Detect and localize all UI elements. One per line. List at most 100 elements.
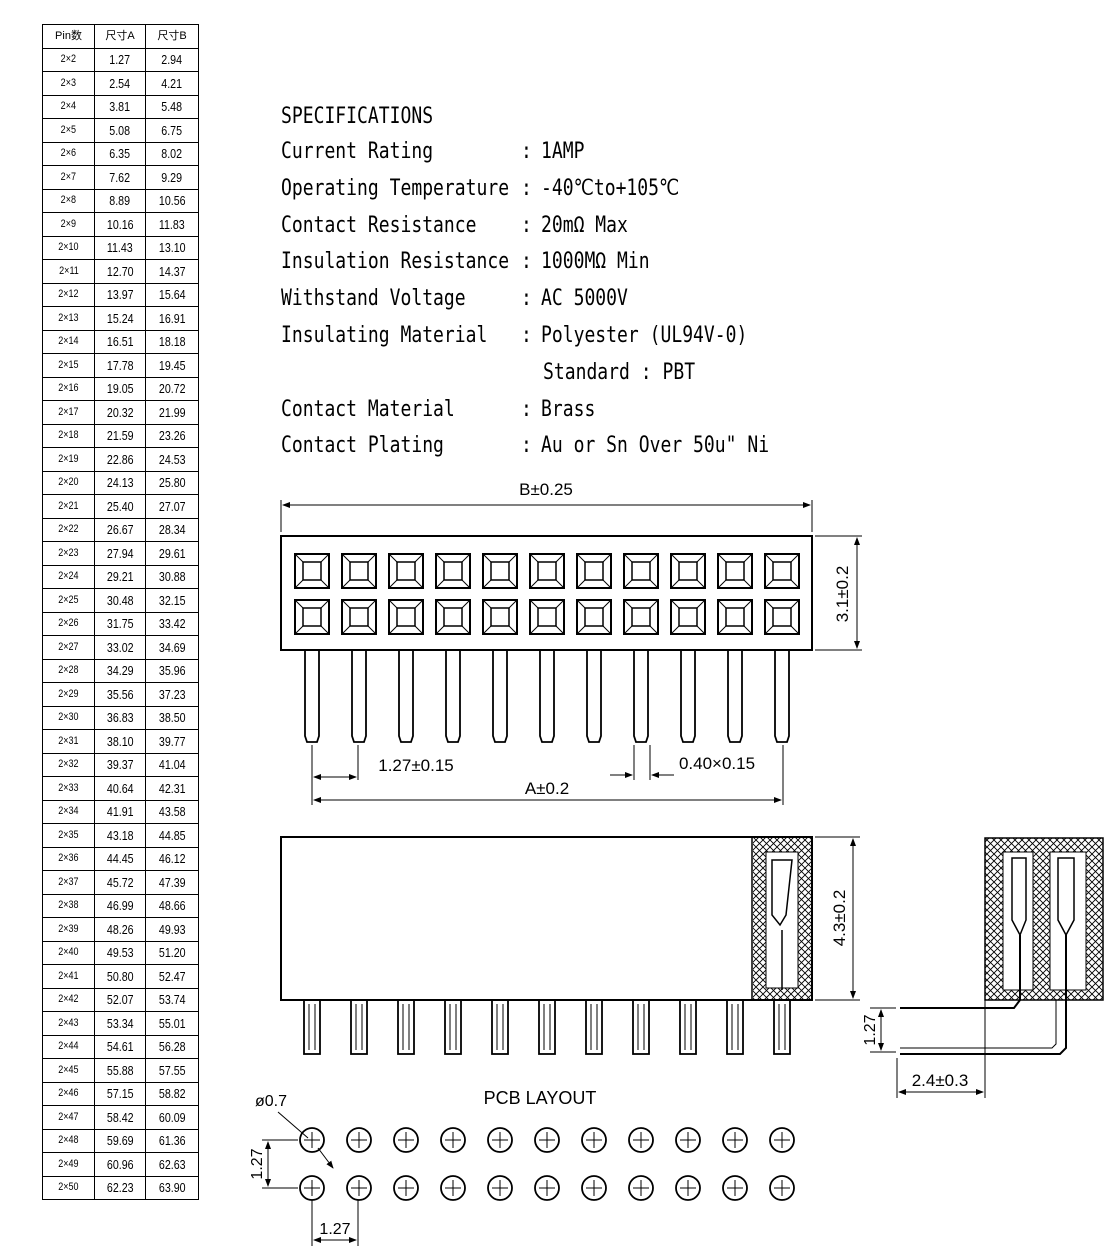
size-b-cell-text: 55.01 — [158, 1015, 186, 1031]
size-a-cell-text: 24.13 — [106, 475, 134, 491]
contact-cell — [341, 553, 377, 589]
pcb-hole — [534, 1127, 560, 1153]
pin-count-cell: 2×36 — [42, 846, 95, 871]
pin-count-cell: 2×23 — [42, 541, 95, 566]
spec-colon: : — [521, 175, 532, 201]
size-a-cell: 20.32 — [94, 400, 146, 425]
size-b-cell-text: 43.58 — [158, 804, 186, 820]
pin-count-cell: 2×26 — [42, 611, 95, 636]
size-a-cell-text: 7.62 — [109, 169, 131, 185]
pin-count-cell-text: 2×11 — [58, 264, 79, 277]
contact-cell-inner — [302, 607, 322, 627]
spec-row: Withstand Voltage:AC 5000V — [281, 281, 801, 318]
spec-colon: : — [521, 396, 532, 422]
size-a-cell: 49.53 — [94, 940, 146, 965]
header-size-b: 尺寸B — [145, 24, 199, 49]
size-b-cell: 39.77 — [145, 729, 199, 754]
size-a-cell-text: 62.23 — [106, 1180, 134, 1196]
spec-colon: : — [521, 433, 532, 459]
size-b-cell: 5.48 — [145, 94, 199, 119]
size-a-cell-text: 29.21 — [106, 569, 134, 585]
pin-count-cell: 2×9 — [42, 212, 95, 237]
pin-count-cell-text: 2×40 — [58, 946, 79, 959]
size-a-cell-text: 6.35 — [109, 146, 131, 162]
size-b-cell-text: 35.96 — [158, 663, 186, 679]
size-a-cell-text: 60.96 — [106, 1156, 134, 1172]
header-pin-count: Pin数 — [42, 24, 95, 49]
contact-cell — [435, 599, 471, 635]
size-b-cell: 9.29 — [145, 165, 199, 190]
size-b-cell: 63.90 — [145, 1175, 199, 1200]
pin-count-cell-text: 2×41 — [58, 969, 79, 982]
dim-height-top-label: 3.1±0.2 — [833, 566, 852, 623]
size-a-cell: 24.13 — [94, 470, 146, 495]
side-view-pins — [303, 999, 791, 1055]
pcb-hole — [722, 1127, 748, 1153]
size-a-cell: 21.59 — [94, 423, 146, 448]
size-a-cell-text: 38.10 — [106, 733, 134, 749]
spec-row: Insulating Material:Polyester (UL94V-0) — [281, 318, 801, 355]
contact-cell-inner — [537, 607, 557, 627]
size-b-cell: 14.37 — [145, 259, 199, 284]
size-b-cell-text: 23.26 — [158, 428, 186, 444]
size-b-cell: 51.20 — [145, 940, 199, 965]
pcb-hole — [440, 1127, 466, 1153]
size-a-cell: 16.51 — [94, 329, 146, 354]
pin-count-cell-text: 2×45 — [58, 1063, 79, 1076]
size-a-cell-text: 22.86 — [106, 451, 134, 467]
size-b-cell: 30.88 — [145, 564, 199, 589]
size-b-cell: 48.66 — [145, 893, 199, 918]
size-b-cell: 38.50 — [145, 705, 199, 730]
size-b-cell-text: 4.21 — [161, 75, 183, 91]
size-a-cell: 58.42 — [94, 1105, 146, 1130]
spec-label: Current Rating — [281, 139, 434, 164]
contact-cell — [529, 599, 565, 635]
pin-count-cell-text: 2×19 — [58, 452, 79, 465]
size-a-cell-text: 2.54 — [109, 75, 131, 91]
pin-count-cell-text: 2×36 — [58, 852, 79, 865]
size-a-cell: 54.61 — [94, 1034, 146, 1059]
spec-label: Contact Material — [281, 396, 455, 422]
contact-cell — [435, 553, 471, 589]
pcb-hole — [769, 1127, 795, 1153]
size-a-cell-text: 20.32 — [106, 404, 134, 420]
contact-cell-inner — [772, 607, 792, 627]
pin-count-cell: 2×29 — [42, 682, 95, 707]
pin-count-cell: 2×7 — [42, 165, 95, 190]
size-a-cell: 12.70 — [94, 259, 146, 284]
size-b-cell-text: 41.04 — [158, 757, 186, 773]
size-a-cell: 8.89 — [94, 188, 146, 213]
contact-cell-inner — [584, 561, 604, 581]
pcb-hole — [393, 1127, 419, 1153]
contact-cell-inner — [631, 607, 651, 627]
spec-label: Contact Plating — [281, 433, 444, 459]
size-a-cell: 36.83 — [94, 705, 146, 730]
spec-value: Brass — [541, 396, 596, 422]
spec-label: Contact Resistance — [281, 212, 477, 238]
size-a-cell: 3.81 — [94, 94, 146, 119]
size-b-cell: 25.80 — [145, 470, 199, 495]
size-b-cell: 55.01 — [145, 1011, 199, 1036]
section-view — [900, 837, 1104, 1055]
pin-count-cell-text: 2×38 — [58, 899, 79, 912]
spec-value: 1000MΩ Min — [541, 249, 650, 275]
pin-count-cell-text: 2×25 — [58, 593, 79, 606]
size-b-cell: 62.63 — [145, 1152, 199, 1177]
specifications-title: SPECIFICATIONS — [281, 104, 434, 129]
pin-count-cell: 2×37 — [42, 870, 95, 895]
size-a-cell-text: 41.91 — [106, 804, 134, 820]
pcb-layout-title: PCB LAYOUT — [484, 1088, 597, 1108]
